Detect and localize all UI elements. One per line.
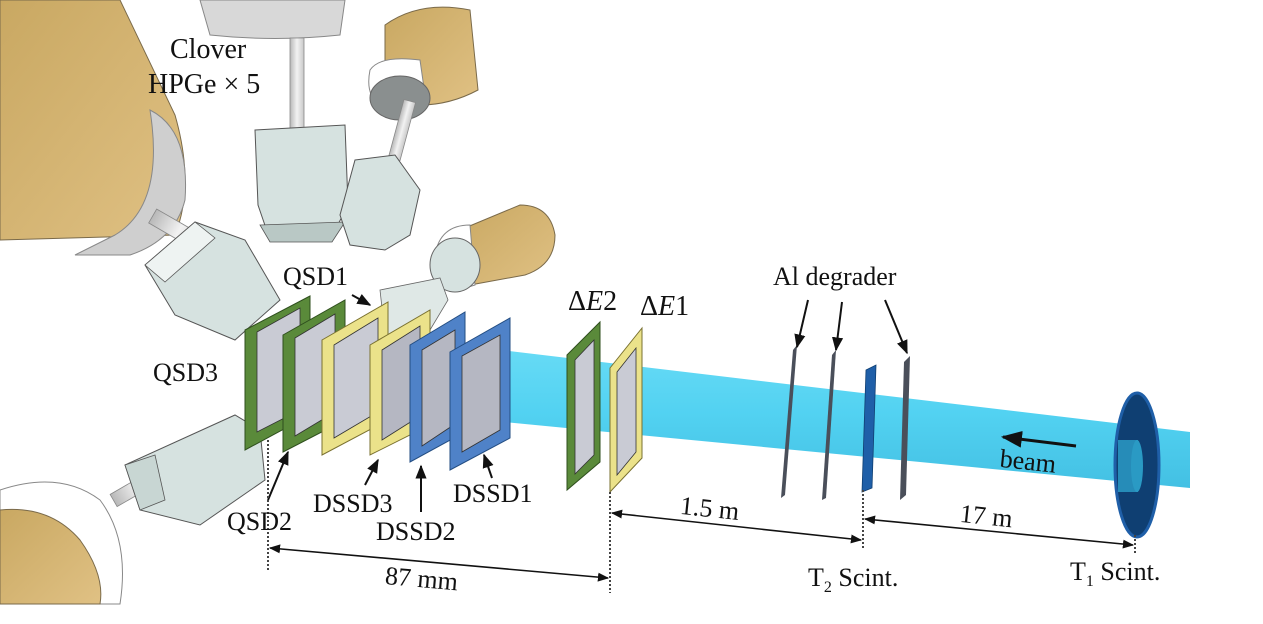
qsd2-label: QSD2 (227, 507, 292, 536)
de2-label: ΔE2 (568, 286, 617, 317)
de2-detector (566, 320, 601, 492)
t2-sub: 2 (824, 579, 832, 596)
dimension-1.5m-label: 1.5 m (679, 491, 741, 526)
al-degrader-3 (900, 356, 910, 500)
al-degrader-2 (822, 350, 836, 500)
de2-num: 2 (603, 286, 617, 317)
dimension-87mm-label: 87 mm (384, 561, 459, 596)
t2-scintillator (861, 364, 877, 493)
de2-e: E (585, 286, 603, 317)
clover-detector-upper-left (0, 0, 281, 341)
de1-detector (609, 326, 643, 494)
de1-e: E (657, 291, 675, 322)
clover-detector-lower-left (0, 414, 266, 605)
de1-num: 1 (675, 291, 689, 322)
dssd3-label: DSSD3 (313, 489, 392, 518)
clover-detector-top-left (199, 0, 349, 243)
dssd2-label: DSSD2 (376, 517, 455, 546)
clover-label-line1: Clover (170, 34, 247, 65)
dssd1-label: DSSD1 (453, 479, 532, 508)
de2-delta: Δ (568, 286, 586, 317)
t1-scint-label: T1 Scint. (1070, 557, 1160, 590)
clover-detector-top-right (339, 6, 479, 251)
qsd3-label: QSD3 (153, 358, 218, 387)
leader-al-3 (884, 299, 908, 355)
leader-dssd1 (482, 453, 494, 479)
t1-scintillator (1113, 391, 1161, 539)
t1-sub: 1 (1086, 573, 1094, 590)
dimension-1.5m-arrow (610, 509, 863, 544)
beam-direction-arrow (1000, 430, 1077, 448)
al-degrader-1 (781, 345, 797, 498)
al-degrader-label: Al degrader (773, 262, 897, 291)
de1-label: ΔE1 (640, 291, 689, 322)
leader-dssd3 (364, 458, 379, 486)
dimension-17m-arrow (863, 515, 1135, 549)
leader-qsd2 (267, 450, 289, 501)
t2-rest: Scint. (832, 563, 898, 592)
de1-delta: Δ (640, 291, 658, 322)
dimension-17m-label: 17 m (958, 499, 1013, 533)
t1-main: T (1070, 557, 1086, 586)
dssd1-detector (449, 317, 511, 471)
qsd1-label: QSD1 (283, 262, 348, 291)
leader-al-2 (832, 301, 844, 352)
beam-label: beam (998, 444, 1057, 479)
clover-label-line2: HPGe × 5 (148, 69, 260, 100)
clover-detector-right (379, 204, 556, 336)
leader-qsd1 (351, 293, 372, 306)
leader-al-1 (794, 299, 809, 349)
dimension-87mm-arrow (268, 544, 610, 582)
t2-scint-label: T2 Scint. (808, 563, 898, 596)
t2-main: T (808, 563, 824, 592)
t1-rest: Scint. (1094, 557, 1160, 586)
